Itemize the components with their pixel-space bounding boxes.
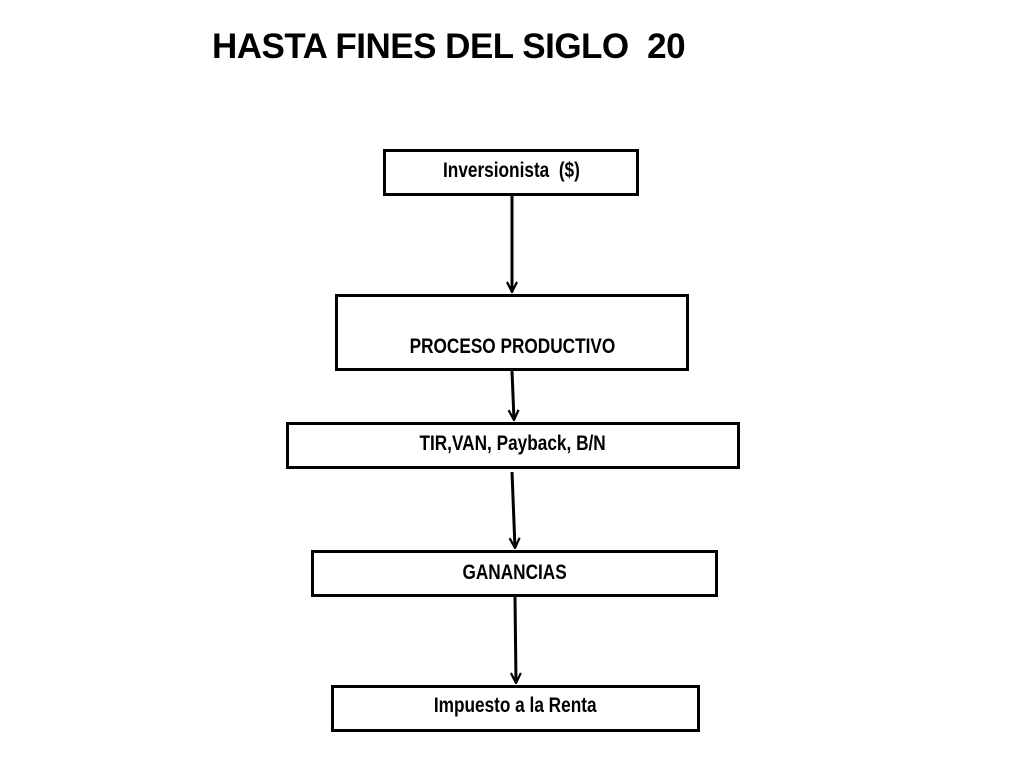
slide-title: HASTA FINES DEL SIGLO 20 [212,27,686,66]
node-indicadores-label: TIR,VAN, Payback, B/N [419,432,607,455]
node-impuesto-renta: Impuesto a la Renta [331,685,700,732]
node-inversionista: Inversionista ($) [383,149,639,196]
arrow-proceso-to-indicadores [512,370,514,420]
node-inversionista-label: Inversionista ($) [442,159,580,182]
node-indicadores: TIR,VAN, Payback, B/N [286,422,740,469]
node-ganancias: GANANCIAS [311,550,718,597]
node-proceso-productivo: PROCESO PRODUCTIVO [335,294,689,371]
node-proceso-productivo-label: PROCESO PRODUCTIVO [409,335,615,358]
node-ganancias-label: GANANCIAS [462,561,567,584]
arrow-ganancias-to-impuesto [515,596,516,683]
node-impuesto-renta-label: Impuesto a la Renta [434,694,597,717]
arrow-indicadores-to-ganancias [512,471,515,548]
